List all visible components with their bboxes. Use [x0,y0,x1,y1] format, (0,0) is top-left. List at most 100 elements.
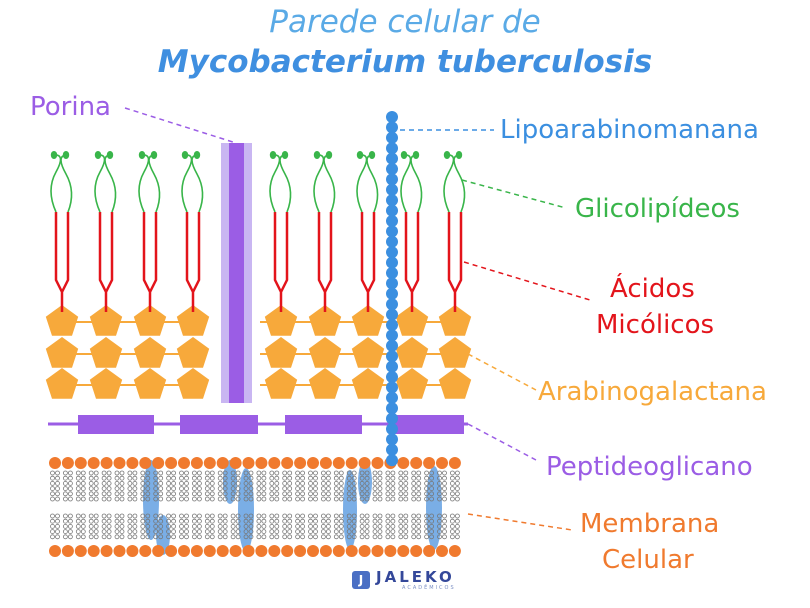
lipid-tail [209,518,215,524]
lipid-tail [398,529,404,534]
lipid-tail [93,524,99,529]
lipid-tail [274,534,280,540]
lipid-tail [313,480,318,486]
lipid-tail [351,518,357,524]
lipid-tail [424,524,430,529]
arabinogalactan-unit [438,368,472,399]
lipid-tail [416,513,422,519]
arabinogalactan-unit [45,368,79,399]
lipid-tail [377,491,383,497]
lipid-tail [282,518,288,524]
lipid-tail [63,480,68,486]
lipid-tail [416,486,422,492]
lipid-tail [50,513,55,519]
lipid-tail [106,496,112,502]
lipid-tail [442,480,447,486]
lipid-tail [287,470,293,476]
lipid-tail [106,529,112,534]
lipid-tail [93,470,99,476]
lipid-tail [325,529,331,534]
lipid-head-bottom [113,545,126,557]
lipid-tail [403,470,409,476]
lipid-tail [153,496,159,502]
lipid-tail [364,524,370,529]
lipid-tail [320,475,326,481]
lipid-tail [140,534,146,540]
lipid-tail [454,480,460,486]
lipid-tail [320,513,326,519]
glycolipid-head [400,151,408,159]
arabinogalactan-unit [176,337,210,368]
lipid-tail [140,491,146,497]
lipid-tail [261,480,267,486]
lipid-tail [140,470,146,476]
lipid-tail [274,518,280,524]
lipid-tail [403,513,409,519]
lipoarabinomannan-bead [386,235,398,248]
lipid-tail [132,496,138,502]
lipid-tail [261,524,267,529]
lipid-tail [287,486,293,492]
lipid-tail [145,496,151,502]
lipid-tail [80,486,86,492]
lipoarabinomannan-chain [386,111,398,467]
lipid-tail [325,496,331,502]
lipid-tail [191,475,197,481]
lipid-tail [308,518,313,524]
lipid-tail [132,524,138,529]
lipid-head-top [332,457,345,469]
arabinogalactan-unit [133,305,167,336]
lipid-tail [385,529,391,534]
lipid-tail [235,513,241,519]
lipid-head-bottom [87,545,100,557]
lipid-tail [300,491,306,497]
lipid-tail [364,486,370,492]
lipid-head-bottom [203,545,216,557]
lipid-head-top [178,457,190,469]
lipid-tail [308,529,313,534]
lipid-tail [114,491,120,497]
lipid-tail [68,480,73,486]
lipid-tail [346,480,352,486]
lipid-tail [75,524,81,529]
lipid-head-top [49,457,61,469]
lipoarabinomannan-bead [386,433,398,446]
lipid-tail [411,480,417,486]
lipid-tail [119,491,125,497]
lipid-tail [416,475,422,481]
lipid-tail [351,486,357,492]
lipid-tail [145,475,151,481]
lipid-tail [191,480,197,486]
lipid-tail [196,486,202,492]
lipid-tail [166,486,172,492]
lipid-head-top [100,457,113,469]
lipid-tail [179,475,184,481]
lipid-tail [364,496,370,502]
lipid-tail [204,491,210,497]
lipid-tail [184,475,189,481]
glycolipid-chain [400,154,412,213]
lipid-tail [269,475,275,481]
lipid-tail [325,475,331,481]
lipid-tail [333,480,339,486]
lipid-tail [222,475,228,481]
lipid-tail [308,534,313,540]
lipid-tail [346,475,352,481]
mycolic-acids-layer [50,151,466,312]
lipid-tail [80,524,86,529]
lipid-tail [93,480,99,486]
lipid-tail [313,470,318,476]
glycolipid-head [106,151,114,159]
lipid-tail [372,529,378,534]
lipid-tail [429,475,435,481]
lipid-tail [287,475,293,481]
lipid-tail [179,529,184,534]
lipid-tail [179,491,184,497]
lipid-tail [282,524,288,529]
lipid-tail [287,513,293,519]
lipid-tail [320,491,326,497]
lipid-tail [398,524,404,529]
arabinogalactan-unit [308,305,342,336]
glycolipid-head [150,151,158,159]
lipid-tail [50,496,55,502]
